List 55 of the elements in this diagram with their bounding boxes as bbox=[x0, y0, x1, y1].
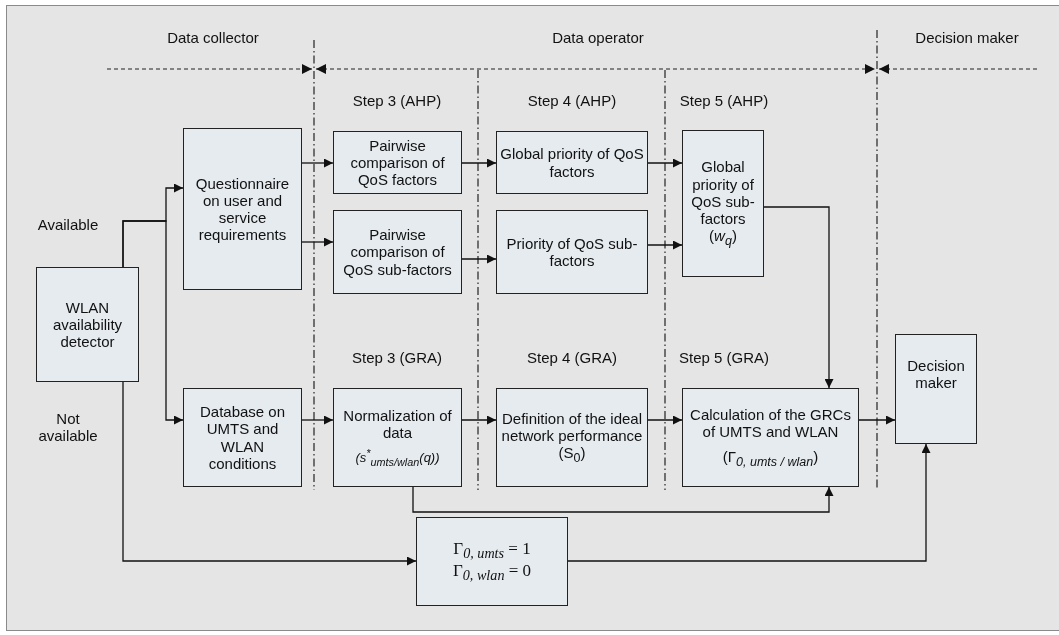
box-text: Pairwise comparison of QoS sub-factors bbox=[342, 226, 453, 278]
process-box bbox=[333, 210, 462, 294]
arrow bbox=[647, 158, 683, 168]
process-box bbox=[183, 128, 302, 290]
box-text: Global priority of QoS factors bbox=[500, 145, 644, 180]
branch-label: Available bbox=[37, 215, 99, 233]
lane-heading: Data collector bbox=[167, 28, 259, 46]
lane-heading: Decision maker bbox=[915, 28, 1019, 46]
box-text: Pairwise comparison of QoS factors bbox=[349, 136, 446, 189]
box-text: Decision maker bbox=[906, 357, 966, 392]
formula-text: (w$_{q}$) bbox=[709, 227, 737, 249]
process-box bbox=[895, 334, 977, 444]
process-box bbox=[416, 517, 568, 606]
step-heading: Step 3 (GRA) bbox=[352, 348, 442, 366]
box-text: Questionnaire on user and service requirements bbox=[194, 174, 291, 244]
box-text: Priority of QoS sub-factors bbox=[505, 234, 639, 270]
arrow bbox=[763, 206, 834, 389]
box-text: Calculation of the GRCs of UMTS and WLAN bbox=[689, 405, 852, 441]
arrow bbox=[461, 254, 497, 264]
arrow bbox=[858, 415, 896, 425]
arrow bbox=[301, 158, 334, 168]
process-box bbox=[496, 210, 648, 294]
process-box bbox=[682, 388, 859, 487]
process-box bbox=[36, 267, 139, 382]
step-heading: Step 5 (GRA) bbox=[679, 348, 769, 366]
formula-text: Γ$_{0, wlan}$ = 0 bbox=[452, 561, 532, 583]
step-heading: Step 3 (AHP) bbox=[352, 91, 442, 109]
box-text: Database on UMTS and WLAN conditions bbox=[198, 403, 287, 472]
box-text: Definition of the ideal network performance (S$_{0}$) bbox=[500, 409, 644, 466]
arrow bbox=[461, 158, 497, 168]
arrow bbox=[301, 415, 334, 425]
arrow bbox=[122, 381, 417, 566]
process-box bbox=[496, 388, 648, 487]
arrow bbox=[647, 415, 683, 425]
step-heading: Step 4 (AHP) bbox=[527, 91, 617, 109]
process-box bbox=[333, 131, 462, 194]
branch-label: Not available bbox=[37, 409, 99, 445]
arrow bbox=[647, 240, 683, 250]
lane-heading: Data operator bbox=[552, 28, 644, 46]
arrow bbox=[301, 237, 334, 247]
arrow bbox=[122, 220, 184, 425]
formula-text: (s$^{*}$$_{umts/wlan}$(q)) bbox=[355, 447, 440, 469]
arrow bbox=[412, 486, 834, 513]
arrow bbox=[461, 415, 497, 425]
formula-text: Γ$_{0, umts}$ = 1 bbox=[453, 540, 531, 562]
process-box bbox=[682, 130, 764, 277]
process-box bbox=[183, 388, 302, 487]
formula-text: (Γ$_{0, umts / wlan}$) bbox=[722, 448, 819, 470]
process-box bbox=[496, 131, 648, 194]
arrow bbox=[567, 443, 931, 562]
box-text: Normalization of data bbox=[342, 406, 453, 442]
process-box bbox=[333, 388, 462, 487]
box-text: WLAN availability detector bbox=[51, 298, 124, 351]
step-heading: Step 5 (AHP) bbox=[679, 91, 769, 109]
step-heading: Step 4 (GRA) bbox=[527, 348, 617, 366]
